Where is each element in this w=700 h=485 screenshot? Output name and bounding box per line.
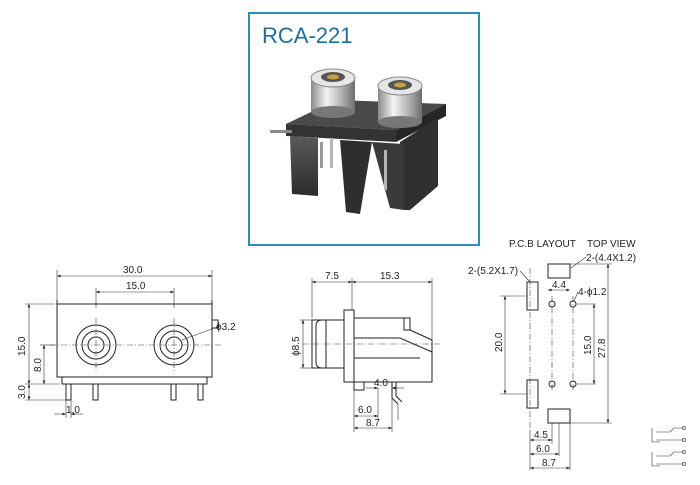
side-view-drawing: 7.5 15.3 ϕ8.5 4.0 6.0	[291, 271, 440, 432]
top-view-title: TOP VIEW	[587, 239, 636, 250]
dim-center-height: 8.0	[33, 358, 44, 372]
dim-off-a: 4.5	[534, 430, 548, 441]
dim-front-len: 7.5	[325, 271, 339, 282]
dim-pcb-span: 20.0	[494, 332, 505, 352]
dim-pin-b: 6.0	[358, 405, 372, 416]
pcb-layout-drawing: P.C.B LAYOUT TOP VIEW 2-(4.4X1.2) 2-(5.2…	[468, 239, 636, 470]
pcb-layout-title: P.C.B LAYOUT	[509, 239, 576, 250]
dim-width: 30.0	[123, 265, 143, 276]
product-photo-panel: RCA-221	[248, 12, 480, 246]
model-title: RCA-221	[262, 23, 352, 48]
dim-side-dia: ϕ8.5	[291, 336, 302, 356]
dim-off-b: 6.0	[536, 444, 550, 455]
schematic-symbol	[651, 425, 687, 467]
slot-large-label: 2-(5.2X1.7)	[468, 266, 518, 277]
dim-pcb-pitch: 15.0	[583, 335, 594, 355]
dim-off-c: 8.7	[542, 458, 556, 469]
dim-spacing: 15.0	[126, 281, 146, 292]
dim-pin-offset: 3.0	[17, 385, 28, 399]
dim-slot-width: 4.4	[552, 280, 566, 291]
dim-pin-a: 4.0	[374, 378, 388, 389]
front-view-drawing: 30.0 15.0 ϕ3.2	[17, 265, 236, 418]
dim-pcb-total: 27.8	[597, 338, 608, 358]
dim-height: 15.0	[17, 336, 28, 356]
dim-body-len: 15.3	[380, 271, 400, 282]
connector-render	[270, 68, 446, 214]
dim-hole-dia: ϕ3.2	[216, 322, 236, 333]
dim-pin-width: 1.0	[66, 405, 80, 416]
dim-pin-c: 8.7	[366, 418, 380, 429]
slot-small-label: 2-(4.4X1.2)	[586, 253, 636, 264]
holes-label: 4-ϕ1.2	[578, 287, 607, 298]
